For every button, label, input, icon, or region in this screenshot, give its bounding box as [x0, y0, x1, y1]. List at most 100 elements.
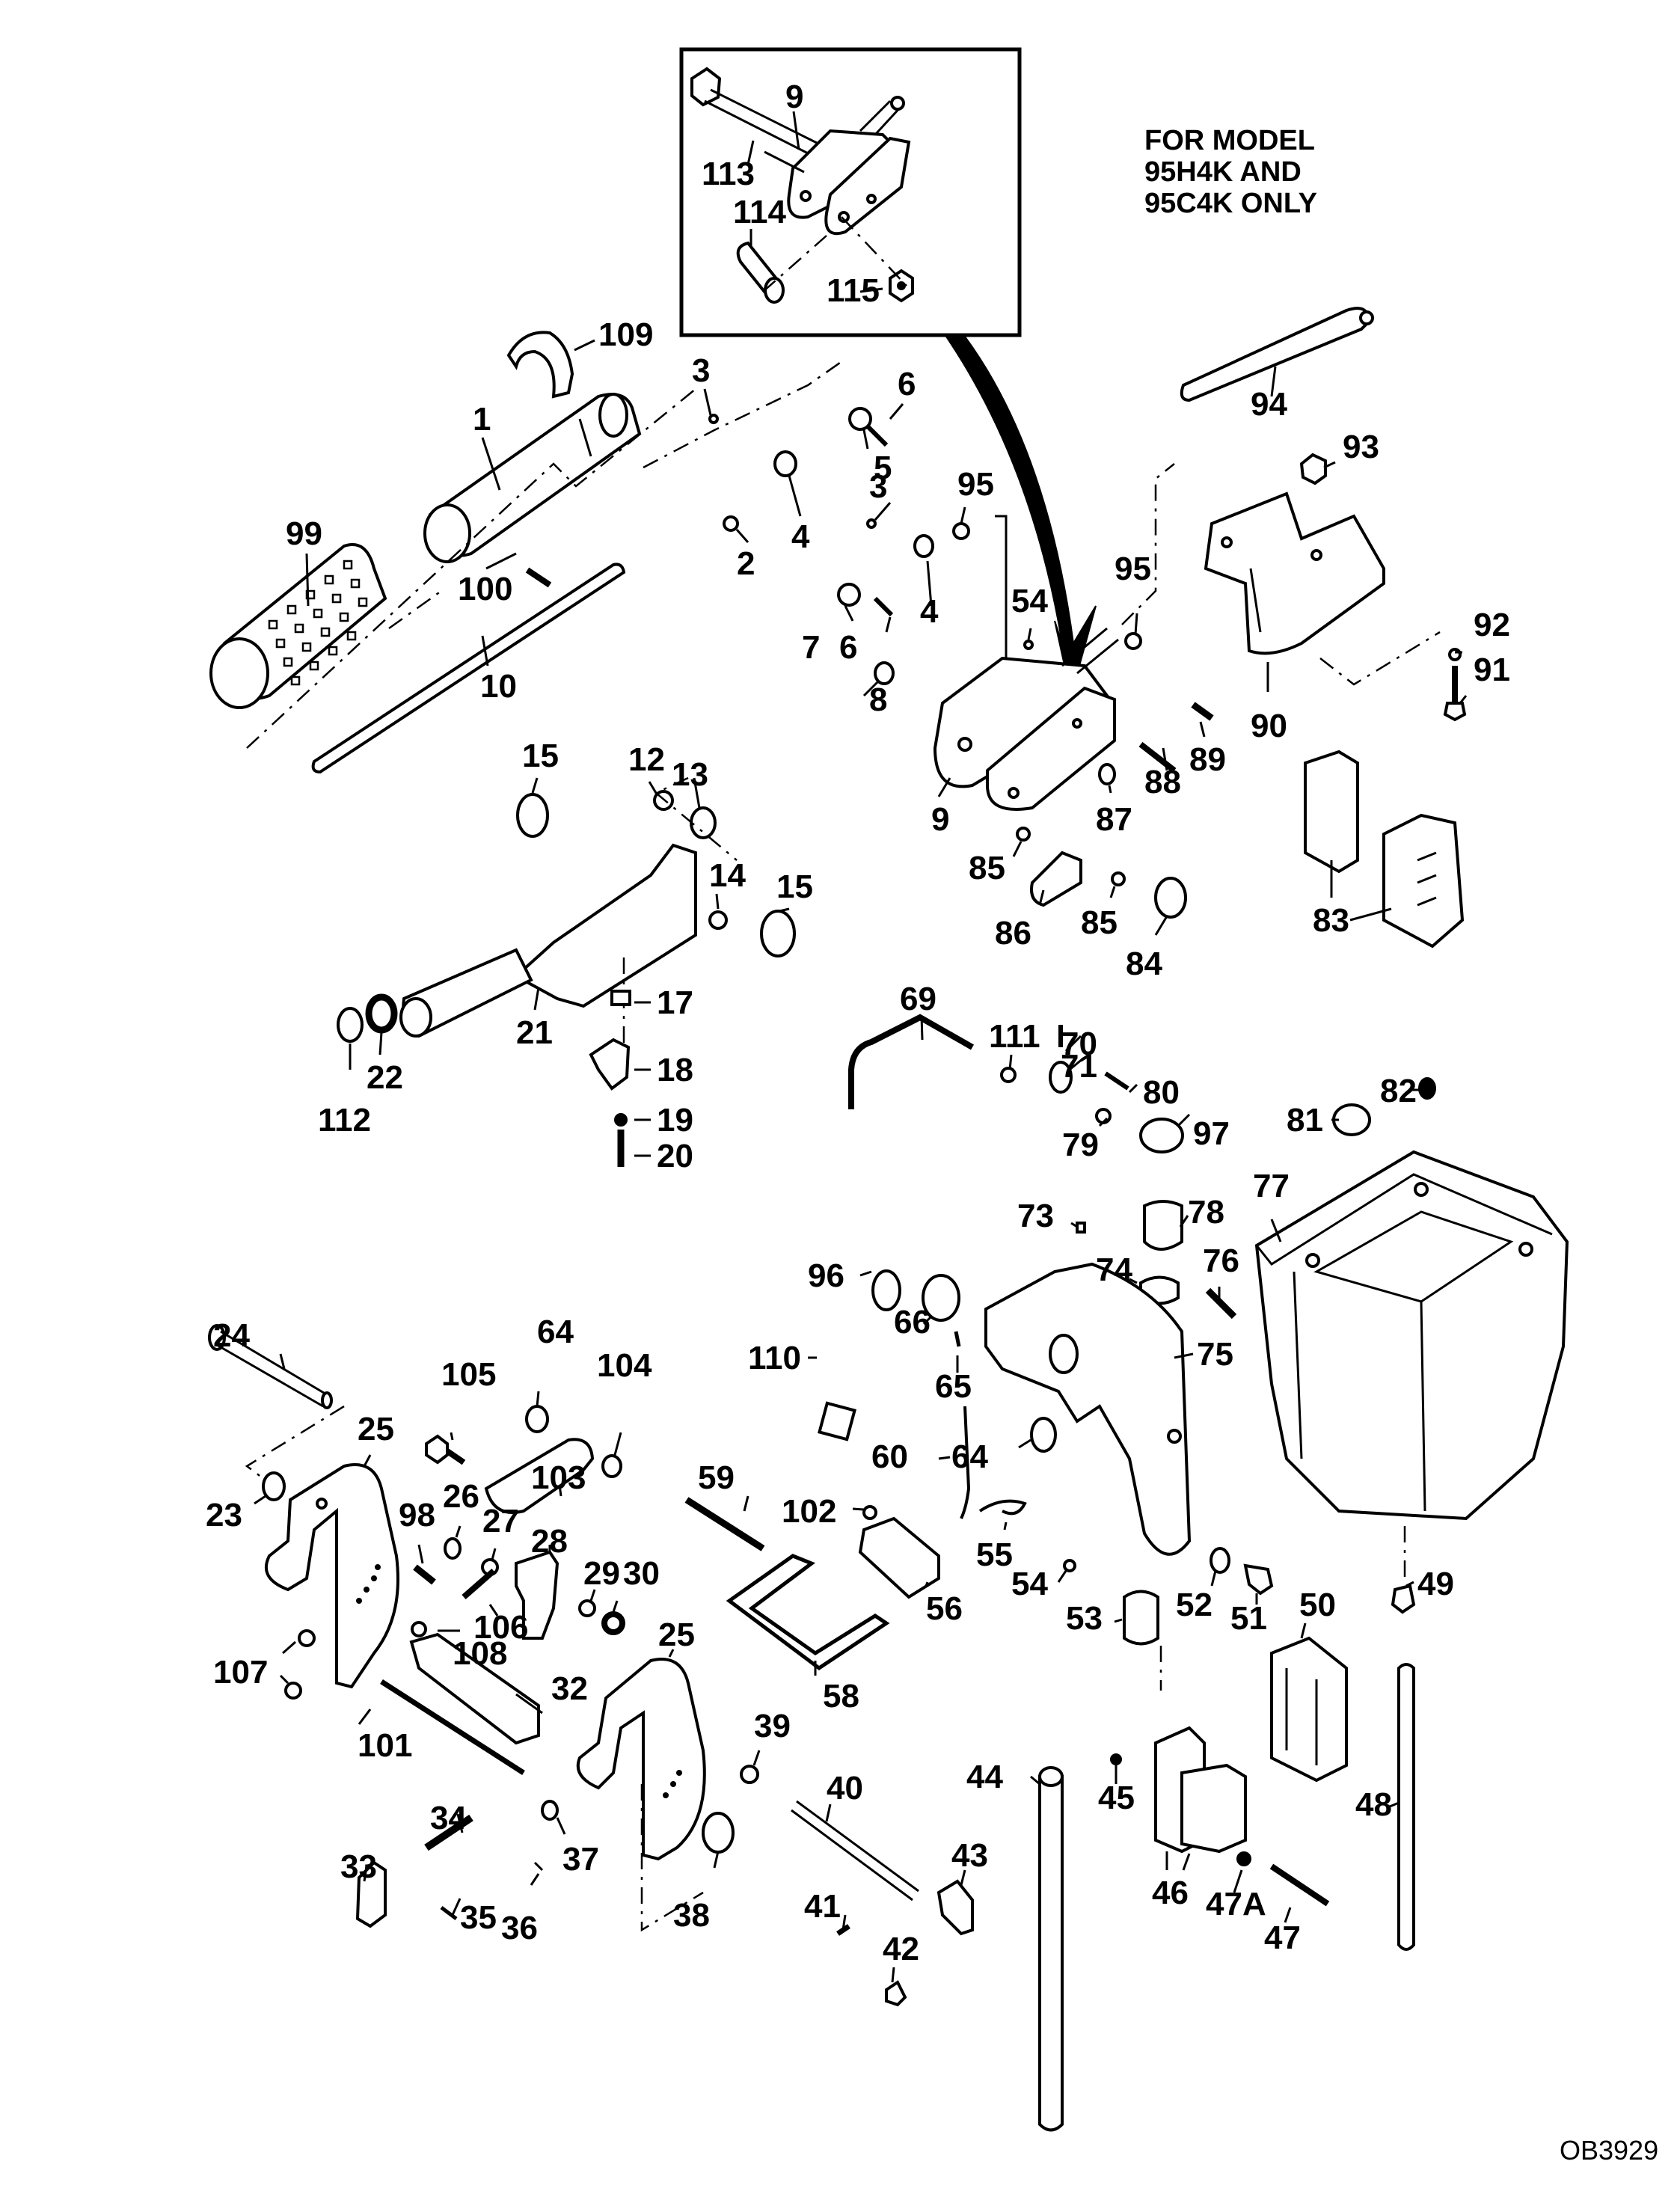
callout-20: 20 — [657, 1138, 693, 1174]
callout-8: 8 — [869, 681, 887, 718]
part-80-pin — [1104, 1071, 1129, 1091]
part-90-housing — [1204, 491, 1385, 655]
part-34-stud — [424, 1814, 473, 1851]
callout-29: 29 — [583, 1555, 620, 1592]
part-96-washer — [871, 1269, 901, 1311]
part-98-pin — [413, 1564, 436, 1585]
callout-55: 55 — [976, 1536, 1013, 1573]
part-18-cam — [589, 1038, 631, 1091]
callout-30: 30 — [623, 1555, 660, 1592]
part-45-nut — [1110, 1753, 1122, 1765]
part-35-pin — [440, 1906, 458, 1920]
callout-86: 86 — [995, 915, 1031, 952]
part-49-nut — [1391, 1584, 1416, 1614]
part-81-grommet — [1332, 1103, 1371, 1136]
callout-39: 39 — [754, 1708, 791, 1744]
callout-9: 9 — [931, 801, 949, 838]
part-75-swivel-arm — [984, 1262, 1192, 1556]
part-76-bolt — [1205, 1287, 1237, 1320]
part-28-latch — [515, 1550, 560, 1640]
figure-code: OB3929 — [1560, 2135, 1658, 2166]
callout-28: 28 — [531, 1523, 568, 1560]
part-60-spring — [960, 1406, 971, 1519]
part-10-rod — [311, 563, 626, 774]
part-15b-washer — [760, 910, 796, 957]
callout-83: 83 — [1313, 902, 1349, 939]
callout-71: 71 — [1061, 1048, 1097, 1085]
callout-59: 59 — [698, 1459, 735, 1496]
callout-32: 32 — [551, 1670, 588, 1707]
part-115-nut — [889, 269, 914, 303]
callout-107: 107 — [213, 1654, 268, 1691]
callout-33: 33 — [340, 1848, 377, 1885]
part-89-pin — [1191, 702, 1214, 721]
callout-64b: 64 — [537, 1314, 574, 1350]
part-6b-pin — [873, 596, 894, 617]
callout-7: 7 — [802, 629, 820, 666]
callout-15: 15 — [522, 738, 559, 774]
callout-43: 43 — [951, 1837, 988, 1874]
part-22-oring — [365, 993, 398, 1034]
callout-104: 104 — [597, 1347, 652, 1384]
callout-54b: 54 — [1011, 1566, 1048, 1602]
part-54b-pin — [1063, 1559, 1076, 1572]
part-47-bolt — [1269, 1863, 1330, 1907]
callout-49: 49 — [1417, 1566, 1454, 1602]
callout-92: 92 — [1474, 607, 1510, 643]
callout-23: 23 — [206, 1497, 242, 1533]
callout-40: 40 — [827, 1770, 863, 1807]
part-100-pin — [525, 567, 552, 588]
callout-47: 47 — [1264, 1919, 1301, 1956]
part-2-nut — [723, 515, 739, 532]
callout-27: 27 — [482, 1503, 519, 1539]
part-56-bracket — [858, 1516, 940, 1599]
callout-9-inset: 9 — [785, 79, 803, 115]
part-102-nut — [862, 1505, 877, 1520]
callout-99: 99 — [286, 515, 322, 552]
part-53-bushing — [1123, 1590, 1159, 1646]
part-3-ball — [708, 414, 719, 424]
callout-4b: 4 — [920, 593, 939, 630]
part-86-bracket — [1030, 851, 1082, 907]
callout-56: 56 — [926, 1590, 963, 1627]
callout-113: 113 — [702, 156, 755, 192]
part-1-tiller-tube — [423, 393, 642, 563]
callout-12: 12 — [628, 741, 665, 778]
callout-93: 93 — [1343, 429, 1379, 465]
callout-101: 101 — [358, 1727, 412, 1764]
callout-108: 108 — [453, 1635, 507, 1672]
part-54-pin — [1023, 640, 1034, 650]
model-note-line3: 95C4K ONLY — [1144, 188, 1317, 219]
callout-42: 42 — [883, 1931, 919, 1967]
part-65-pin — [954, 1331, 961, 1347]
part-73-clip — [1076, 1222, 1086, 1234]
part-29-washer — [578, 1599, 596, 1617]
part-37-screw — [541, 1800, 559, 1821]
callout-19: 19 — [657, 1102, 693, 1139]
callout-2: 2 — [737, 545, 755, 582]
part-93-nut — [1299, 453, 1327, 485]
callout-53: 53 — [1066, 1600, 1103, 1637]
part-25-clamp-bracket — [265, 1463, 399, 1689]
part-71-lever — [1049, 1061, 1073, 1094]
part-39-nut — [740, 1765, 759, 1784]
callout-88: 88 — [1144, 764, 1181, 800]
part-99-grip — [209, 543, 387, 709]
part-78-bushing — [1143, 1200, 1183, 1251]
callout-41: 41 — [804, 1888, 841, 1925]
callout-44: 44 — [966, 1759, 1003, 1795]
callout-89: 89 — [1189, 741, 1226, 778]
part-44-steering-tube — [1038, 1766, 1064, 2132]
part-69-link-rod — [848, 1014, 974, 1109]
callout-87: 87 — [1096, 801, 1132, 838]
part-91-bolt — [1443, 666, 1467, 722]
callout-79: 79 — [1062, 1127, 1099, 1163]
part-4-washer — [773, 450, 797, 477]
callout-50: 50 — [1299, 1587, 1336, 1623]
part-24-bolt — [208, 1324, 333, 1409]
callout-95: 95 — [957, 466, 994, 503]
part-40-pin — [791, 1800, 919, 1902]
part-46-clamp — [1154, 1726, 1247, 1854]
callout-60: 60 — [871, 1438, 908, 1475]
